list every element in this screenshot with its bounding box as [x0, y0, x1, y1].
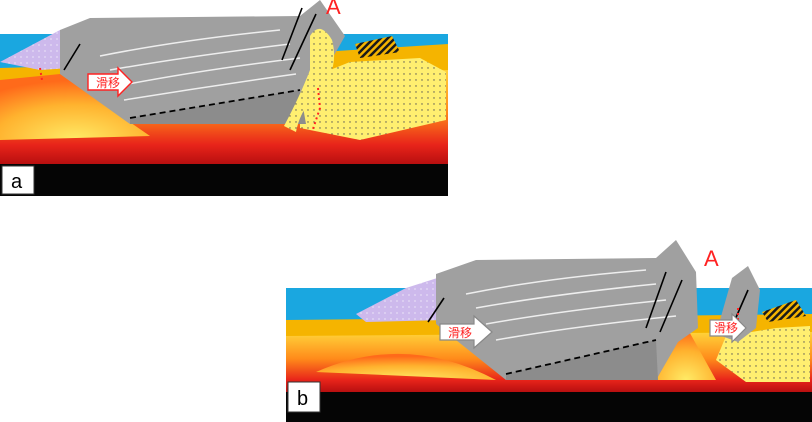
- panel-label-box-a: [1, 165, 35, 195]
- slide-arrow-1-label: 滑移: [448, 326, 472, 340]
- detachment-line: [129, 89, 301, 119]
- basin-fill: [300, 58, 446, 140]
- slide-arrow-2: 滑移: [709, 312, 747, 344]
- thrust-faults: [63, 7, 317, 71]
- hatched-block: [762, 300, 806, 322]
- panel-a-diagram: A 滑移 a: [0, 0, 448, 196]
- point-label-a: A: [326, 0, 341, 19]
- hatched-block: [355, 36, 400, 58]
- left-cone: [0, 74, 150, 140]
- internal-layering: [465, 269, 677, 341]
- panel-label-b: b: [297, 388, 308, 410]
- diapir: [284, 28, 335, 133]
- thrust-faults: [427, 271, 749, 333]
- panel-label-box-b: [287, 381, 321, 413]
- mantle-layer: [286, 392, 812, 422]
- central-ridge: [656, 326, 716, 380]
- left-cone: [316, 353, 496, 380]
- red-fault-trace: [311, 87, 322, 133]
- nappe-base: [130, 90, 306, 124]
- point-label-a: A: [704, 246, 719, 271]
- slide-arrow-label: 滑移: [96, 76, 120, 90]
- panel-label-a: a: [11, 171, 23, 193]
- internal-layering: [99, 29, 301, 101]
- detachment-line: [505, 339, 657, 375]
- left-red-trace: [39, 67, 43, 81]
- slide-arrow: 滑移: [87, 66, 133, 98]
- slide-arrow-1: 滑移: [439, 314, 493, 350]
- flysch-wedge: [356, 272, 456, 322]
- slide-arrow-2-label: 滑移: [714, 321, 738, 335]
- nappe-body: [436, 240, 698, 380]
- mantle-layer: [0, 164, 448, 196]
- nappe-base: [506, 340, 658, 380]
- panel-b-diagram: A 滑移 滑移 b: [286, 240, 812, 422]
